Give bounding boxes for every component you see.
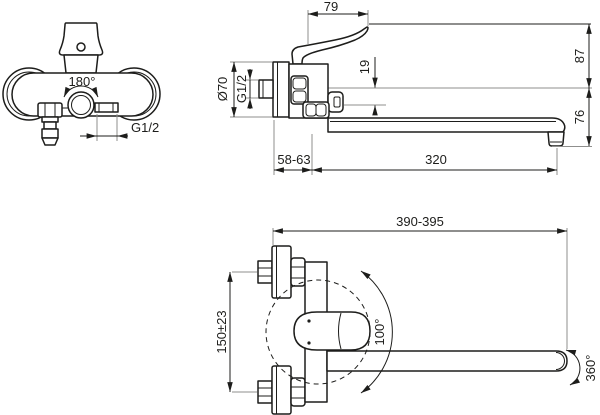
- side-spout-length-label: 320: [425, 152, 447, 167]
- side-height-upper-label: 87: [572, 49, 587, 63]
- handle-side: [291, 26, 369, 65]
- handle-dot: [76, 42, 86, 52]
- side-escutcheon-dia-label: Ø70: [215, 77, 230, 102]
- wall-escutcheon-side: [272, 61, 290, 118]
- front-rotation-label: 180°: [69, 74, 96, 89]
- front-view: 180° G1/2: [2, 22, 161, 146]
- diverter-side: [327, 91, 344, 113]
- spout-outlet: [547, 131, 565, 147]
- spout-connection-stub: [94, 102, 119, 113]
- plan-handle-angle-label: 100°: [372, 319, 387, 346]
- side-height-lower-label: 76: [572, 110, 587, 124]
- top-wall-connection: [257, 245, 306, 299]
- plan-total-length-label: 390-395: [396, 214, 444, 229]
- handle-angle-arc: [360, 270, 393, 394]
- spout-swivel-arc: [565, 349, 581, 386]
- left-hex-nut: [37, 102, 63, 118]
- side-offset-label: 19: [357, 60, 372, 74]
- thread-stub-side: [258, 79, 274, 99]
- handle-neck: [63, 54, 99, 74]
- side-wall-distance-label: 58-63: [277, 152, 310, 167]
- bottom-wall-connection: [257, 365, 306, 415]
- plan-view: 390-395: [214, 214, 598, 415]
- front-thread-label: G1/2: [131, 120, 159, 135]
- side-thread-label: G1/2: [234, 75, 249, 103]
- plan-spout-swivel-label: 360°: [583, 355, 598, 382]
- side-view: 79 87 76 19 Ø70 G1/2 58-63 320: [215, 0, 592, 175]
- handle-plan: [293, 311, 371, 351]
- plan-centers-distance-label: 150±23: [214, 310, 229, 353]
- spout-plan: [326, 350, 568, 372]
- shower-outlet-valve: [41, 116, 59, 146]
- side-handle-depth-label: 79: [324, 0, 338, 14]
- handle-front: [58, 22, 104, 56]
- spout-side: [327, 117, 566, 133]
